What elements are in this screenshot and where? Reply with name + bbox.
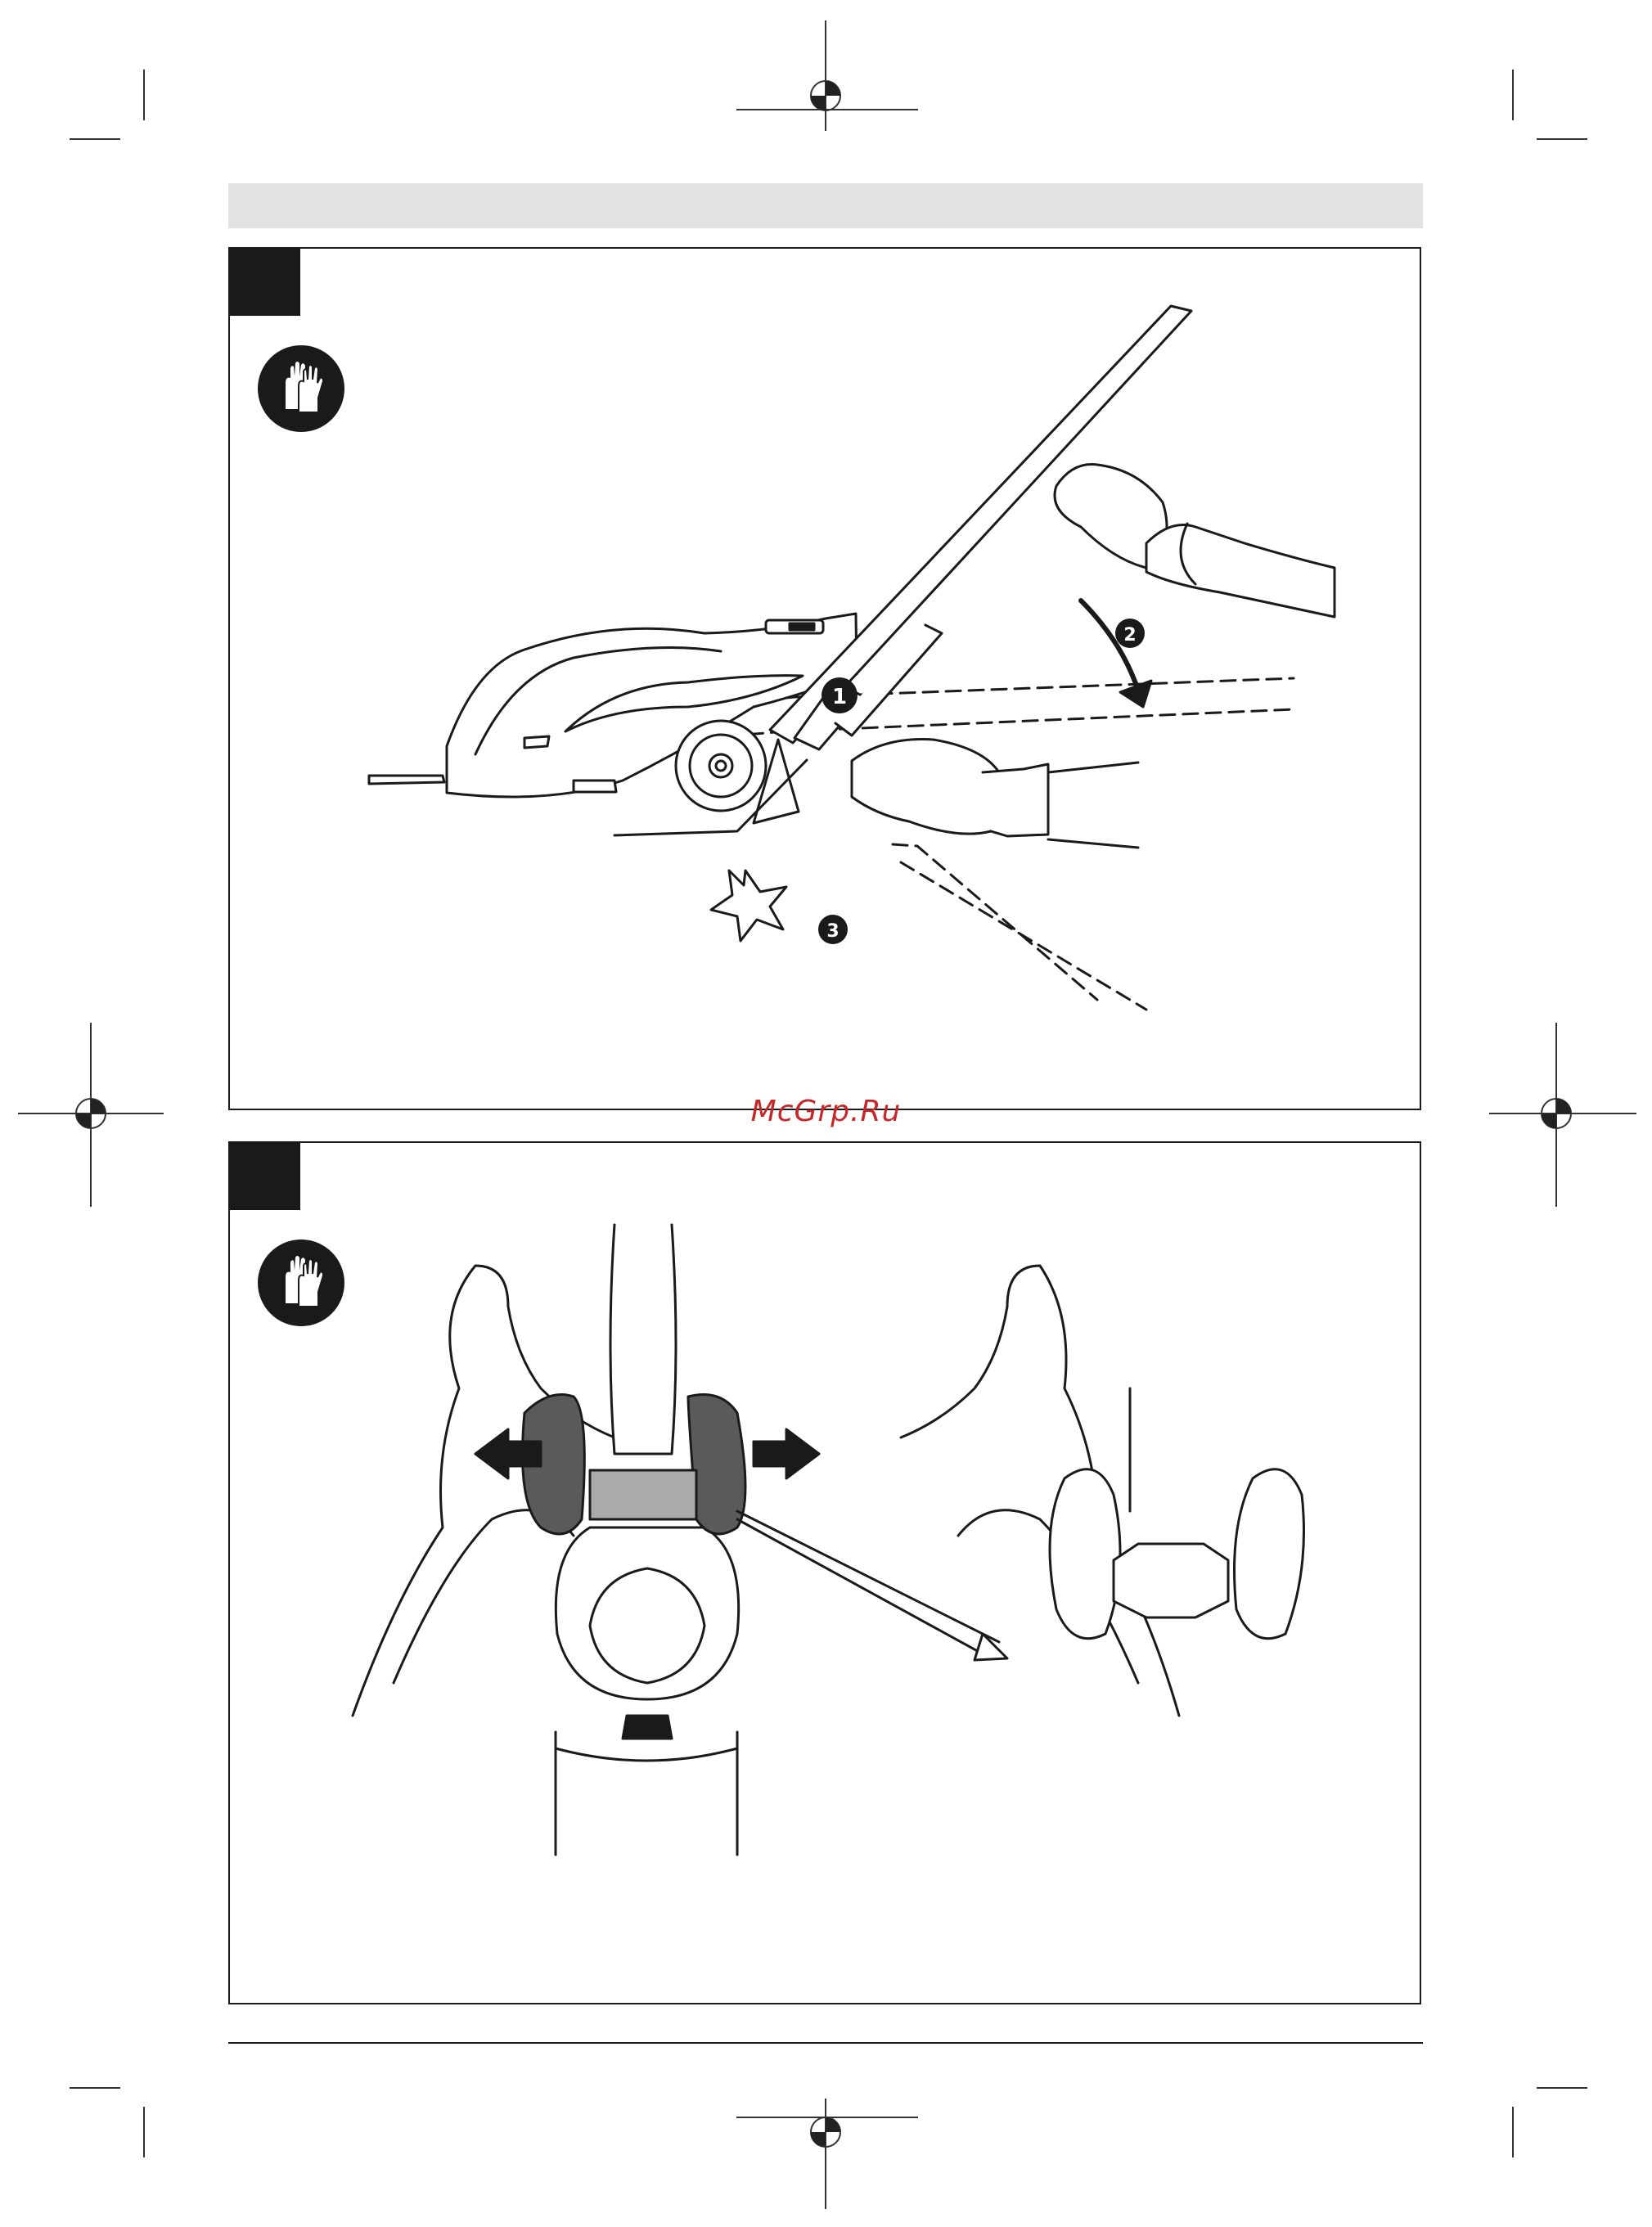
svg-text:3: 3 bbox=[826, 921, 839, 942]
wheel-removal-illustration bbox=[230, 1143, 1421, 2004]
figure-2-frame bbox=[228, 1141, 1421, 2004]
watermark: McGrp.Ru bbox=[0, 1095, 1652, 1128]
figure-1-frame: 1 2 3 bbox=[228, 247, 1421, 1110]
svg-text:2: 2 bbox=[1123, 625, 1136, 646]
header-bar bbox=[228, 183, 1423, 228]
svg-text:1: 1 bbox=[832, 685, 847, 709]
footer-rule bbox=[228, 2042, 1423, 2044]
hedge-trimmer-illustration: 1 2 3 bbox=[230, 249, 1421, 1110]
